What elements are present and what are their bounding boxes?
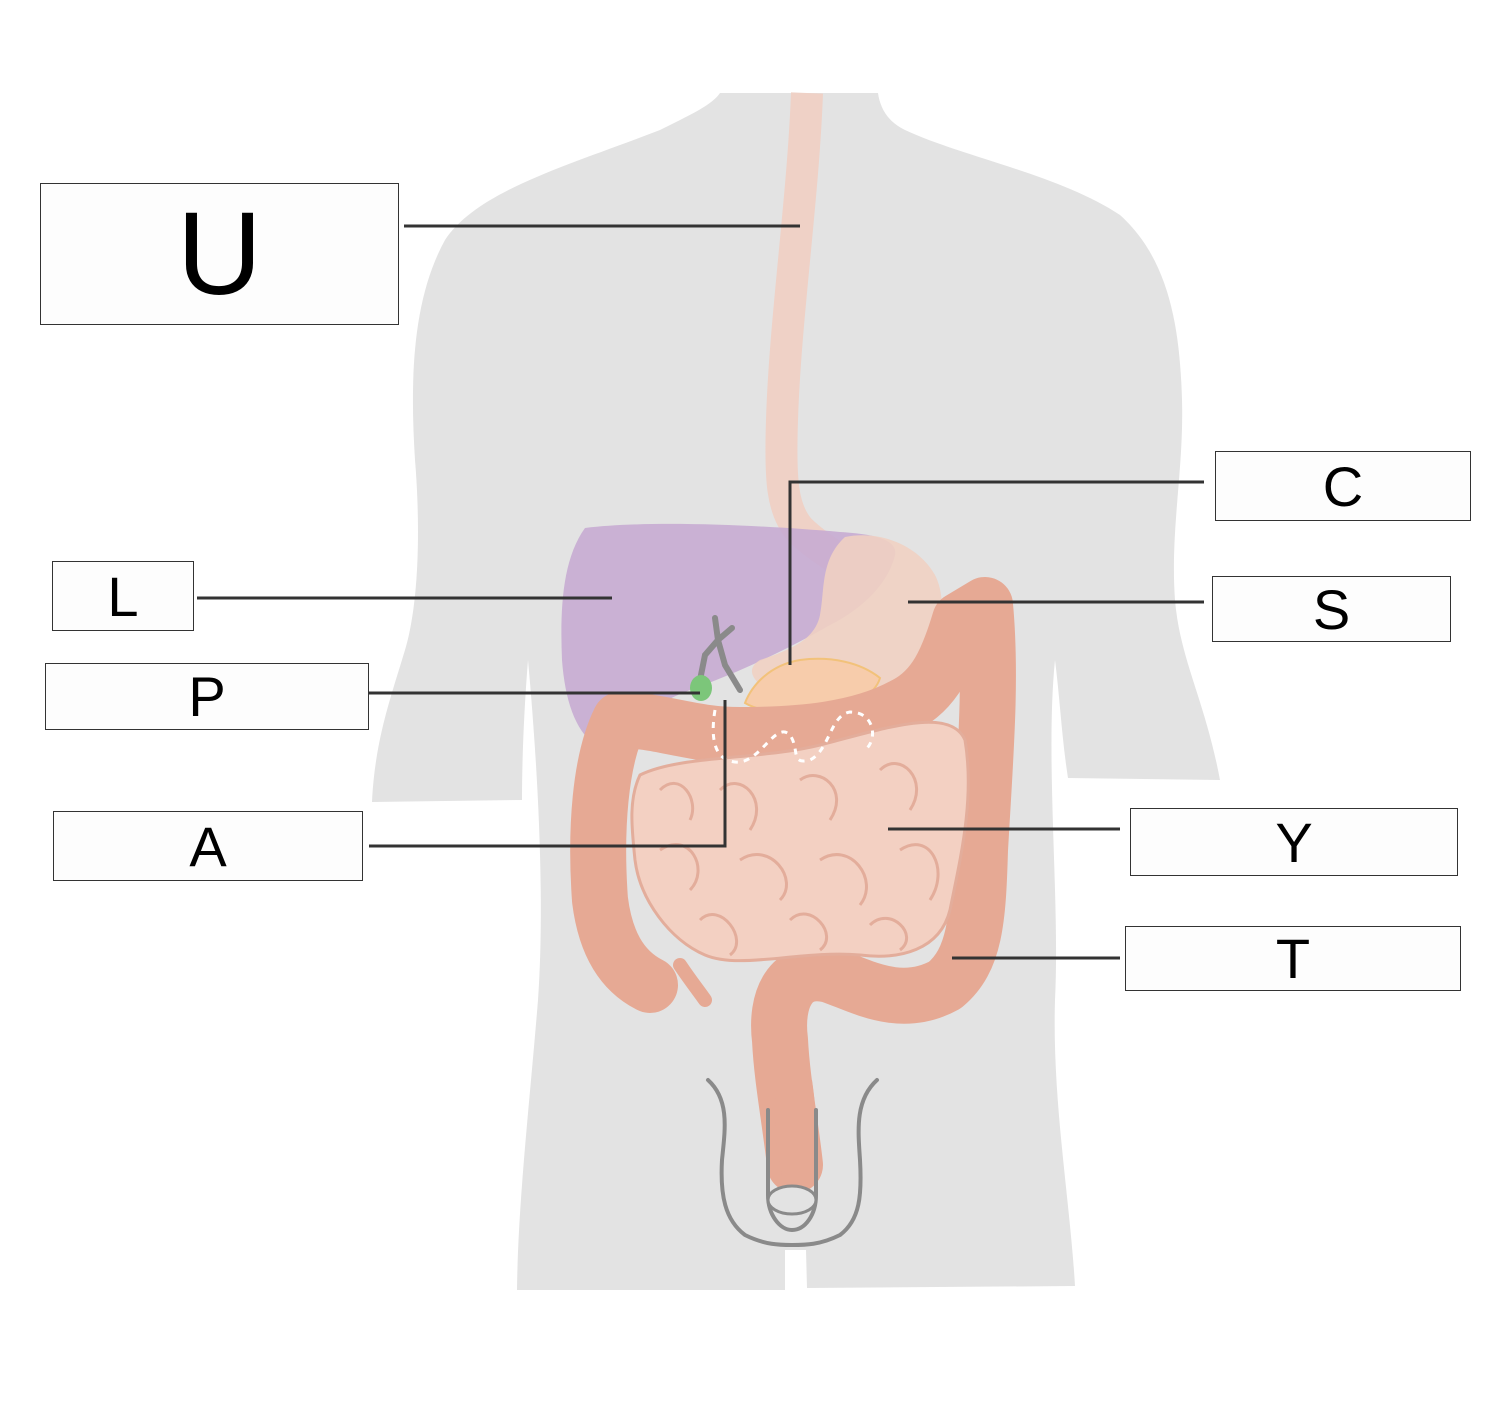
label-box-U: U [40,183,399,325]
label-box-P: P [45,663,369,730]
small-intestine-loops [658,762,940,957]
appendix [673,958,712,1007]
label-text-C: C [1322,454,1364,518]
duodenum [711,709,874,764]
label-text-S: S [1312,577,1351,641]
gallbladder [690,675,712,701]
anus [766,1184,818,1216]
bile-duct [697,615,743,693]
label-box-L: L [52,561,194,631]
label-text-L: L [107,564,139,628]
small-intestine [630,720,970,963]
rectum [775,1080,816,1175]
large-intestine [570,577,1016,1193]
label-box-Y: Y [1130,808,1458,876]
label-box-S: S [1212,576,1451,642]
leader-line-C [788,480,1204,665]
label-text-T: T [1275,927,1311,990]
label-text-Y: Y [1275,810,1313,874]
label-box-C: C [1215,451,1471,521]
label-box-T: T [1125,926,1461,991]
label-box-A: A [53,811,363,881]
label-text-P: P [188,665,226,728]
label-text-U: U [176,188,263,320]
label-text-A: A [189,814,227,878]
leader-line-A [369,700,727,848]
